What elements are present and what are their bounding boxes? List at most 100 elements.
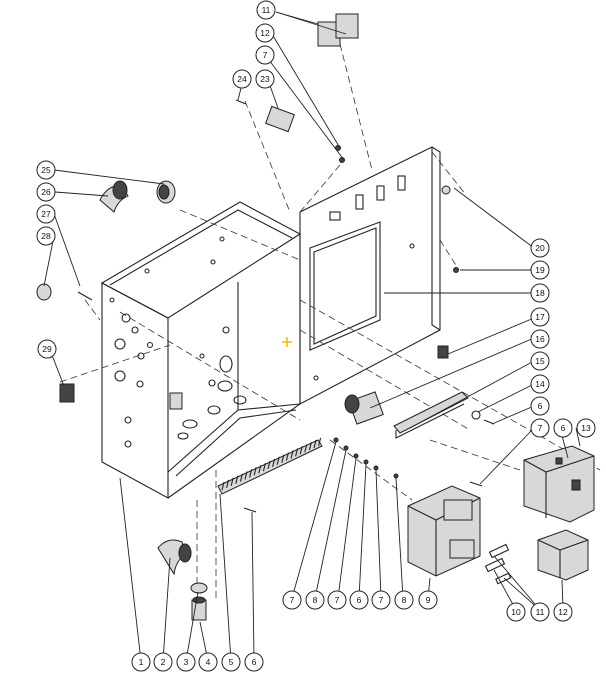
svg-text:19: 19 — [535, 265, 545, 275]
terminal-ridge — [304, 444, 308, 453]
callout-26: 26 — [36, 182, 56, 202]
callout-2: 2 — [153, 652, 173, 672]
svg-text:24: 24 — [237, 74, 247, 84]
svg-text:2: 2 — [161, 657, 166, 667]
terminal-ridge — [221, 481, 225, 491]
callout-24: 24 — [232, 69, 252, 89]
callout-9: 9 — [418, 590, 438, 610]
callout-16: 16 — [530, 329, 550, 349]
terminal-ridge — [295, 448, 299, 457]
svg-text:16: 16 — [535, 334, 545, 344]
svg-text:12: 12 — [260, 28, 270, 38]
svg-text:12: 12 — [558, 607, 568, 617]
svg-text:23: 23 — [260, 74, 270, 84]
bolt — [77, 291, 93, 301]
assembly-dashed-lines — [59, 43, 601, 600]
svg-text:7: 7 — [538, 423, 543, 433]
callout-8-b2: 8 — [394, 590, 414, 610]
terminal-ridge — [239, 473, 243, 482]
callout-20: 20 — [530, 238, 550, 258]
callout-6-bottom: 6 — [244, 652, 264, 672]
callout-13: 13 — [576, 418, 596, 438]
callout-11: 11 — [530, 602, 550, 622]
relays-top — [235, 13, 459, 273]
callout-14: 14 — [530, 374, 550, 394]
terminal-ridge — [249, 469, 253, 478]
svg-text:6: 6 — [357, 595, 362, 605]
svg-text:20: 20 — [535, 243, 545, 253]
terminal-ridge — [267, 460, 271, 470]
terminal-ridge — [313, 439, 317, 449]
callout-25: 25 — [36, 160, 56, 180]
terminal-ridge — [285, 452, 289, 461]
callout-7-b1: 7 — [282, 590, 302, 610]
svg-text:27: 27 — [41, 209, 51, 219]
conduit-fittings — [99, 180, 208, 621]
transformer — [407, 485, 481, 577]
callout-7-b2: 7 — [327, 590, 347, 610]
terminal-ridge — [281, 454, 285, 463]
svg-text:11: 11 — [536, 607, 545, 617]
svg-text:14: 14 — [535, 379, 545, 389]
callout-12: 12 — [553, 602, 573, 622]
svg-text:1: 1 — [139, 657, 144, 667]
terminal-ridge — [299, 446, 303, 455]
enclosure-box — [100, 201, 302, 499]
svg-text:6: 6 — [561, 423, 566, 433]
callout-7-right: 7 — [530, 418, 550, 438]
svg-text:6: 6 — [252, 657, 257, 667]
svg-text:7: 7 — [263, 50, 268, 60]
callout-27: 27 — [36, 204, 56, 224]
svg-text:28: 28 — [41, 231, 51, 241]
svg-text:17: 17 — [535, 312, 545, 322]
callout-21: 11 — [256, 0, 276, 20]
callout-15: 15 — [530, 351, 550, 371]
center-marker — [282, 337, 292, 347]
callout-3: 3 — [176, 652, 196, 672]
svg-text:3: 3 — [184, 657, 189, 667]
terminal-ridge — [272, 458, 276, 468]
svg-text:7: 7 — [335, 595, 340, 605]
leader-lines — [43, 11, 581, 662]
contactor — [523, 445, 595, 523]
svg-text:7: 7 — [379, 595, 384, 605]
label-plate — [437, 345, 449, 359]
overload-relay — [537, 529, 589, 581]
svg-text:25: 25 — [41, 165, 51, 175]
svg-text:7: 7 — [290, 595, 295, 605]
terminal-block — [59, 383, 75, 403]
callout-4: 4 — [198, 652, 218, 672]
callout-6-contactor: 6 — [553, 418, 573, 438]
callout-6-b: 6 — [349, 590, 369, 610]
callout-17: 17 — [530, 307, 550, 327]
terminal-ridge — [308, 441, 312, 451]
svg-text:15: 15 — [535, 356, 545, 366]
callout-23: 23 — [255, 69, 275, 89]
svg-text:26: 26 — [41, 187, 51, 197]
callout-8-b1: 8 — [305, 590, 325, 610]
terminal-ridge — [290, 450, 294, 459]
din-rail — [393, 391, 469, 439]
terminal-ridge — [258, 465, 262, 474]
svg-text:4: 4 — [206, 657, 211, 667]
terminal-ridge — [244, 471, 248, 480]
callout-7-b3: 7 — [371, 590, 391, 610]
svg-text:18: 18 — [535, 288, 545, 298]
svg-text:8: 8 — [402, 595, 407, 605]
terminal-ridge — [235, 475, 239, 484]
terminal-ridge — [253, 467, 257, 476]
selector-switch — [344, 391, 384, 425]
terminal-strip — [217, 437, 323, 495]
svg-text:11: 11 — [262, 5, 271, 15]
callout-10: 10 — [506, 602, 526, 622]
svg-text:8: 8 — [313, 595, 318, 605]
fuses — [484, 543, 512, 585]
callout-19: 19 — [530, 260, 550, 280]
terminal-ridge — [262, 462, 266, 472]
svg-text:10: 10 — [511, 607, 521, 617]
callout-7-top: 7 — [255, 45, 275, 65]
svg-text:13: 13 — [581, 423, 591, 433]
callout-22: 12 — [255, 23, 275, 43]
